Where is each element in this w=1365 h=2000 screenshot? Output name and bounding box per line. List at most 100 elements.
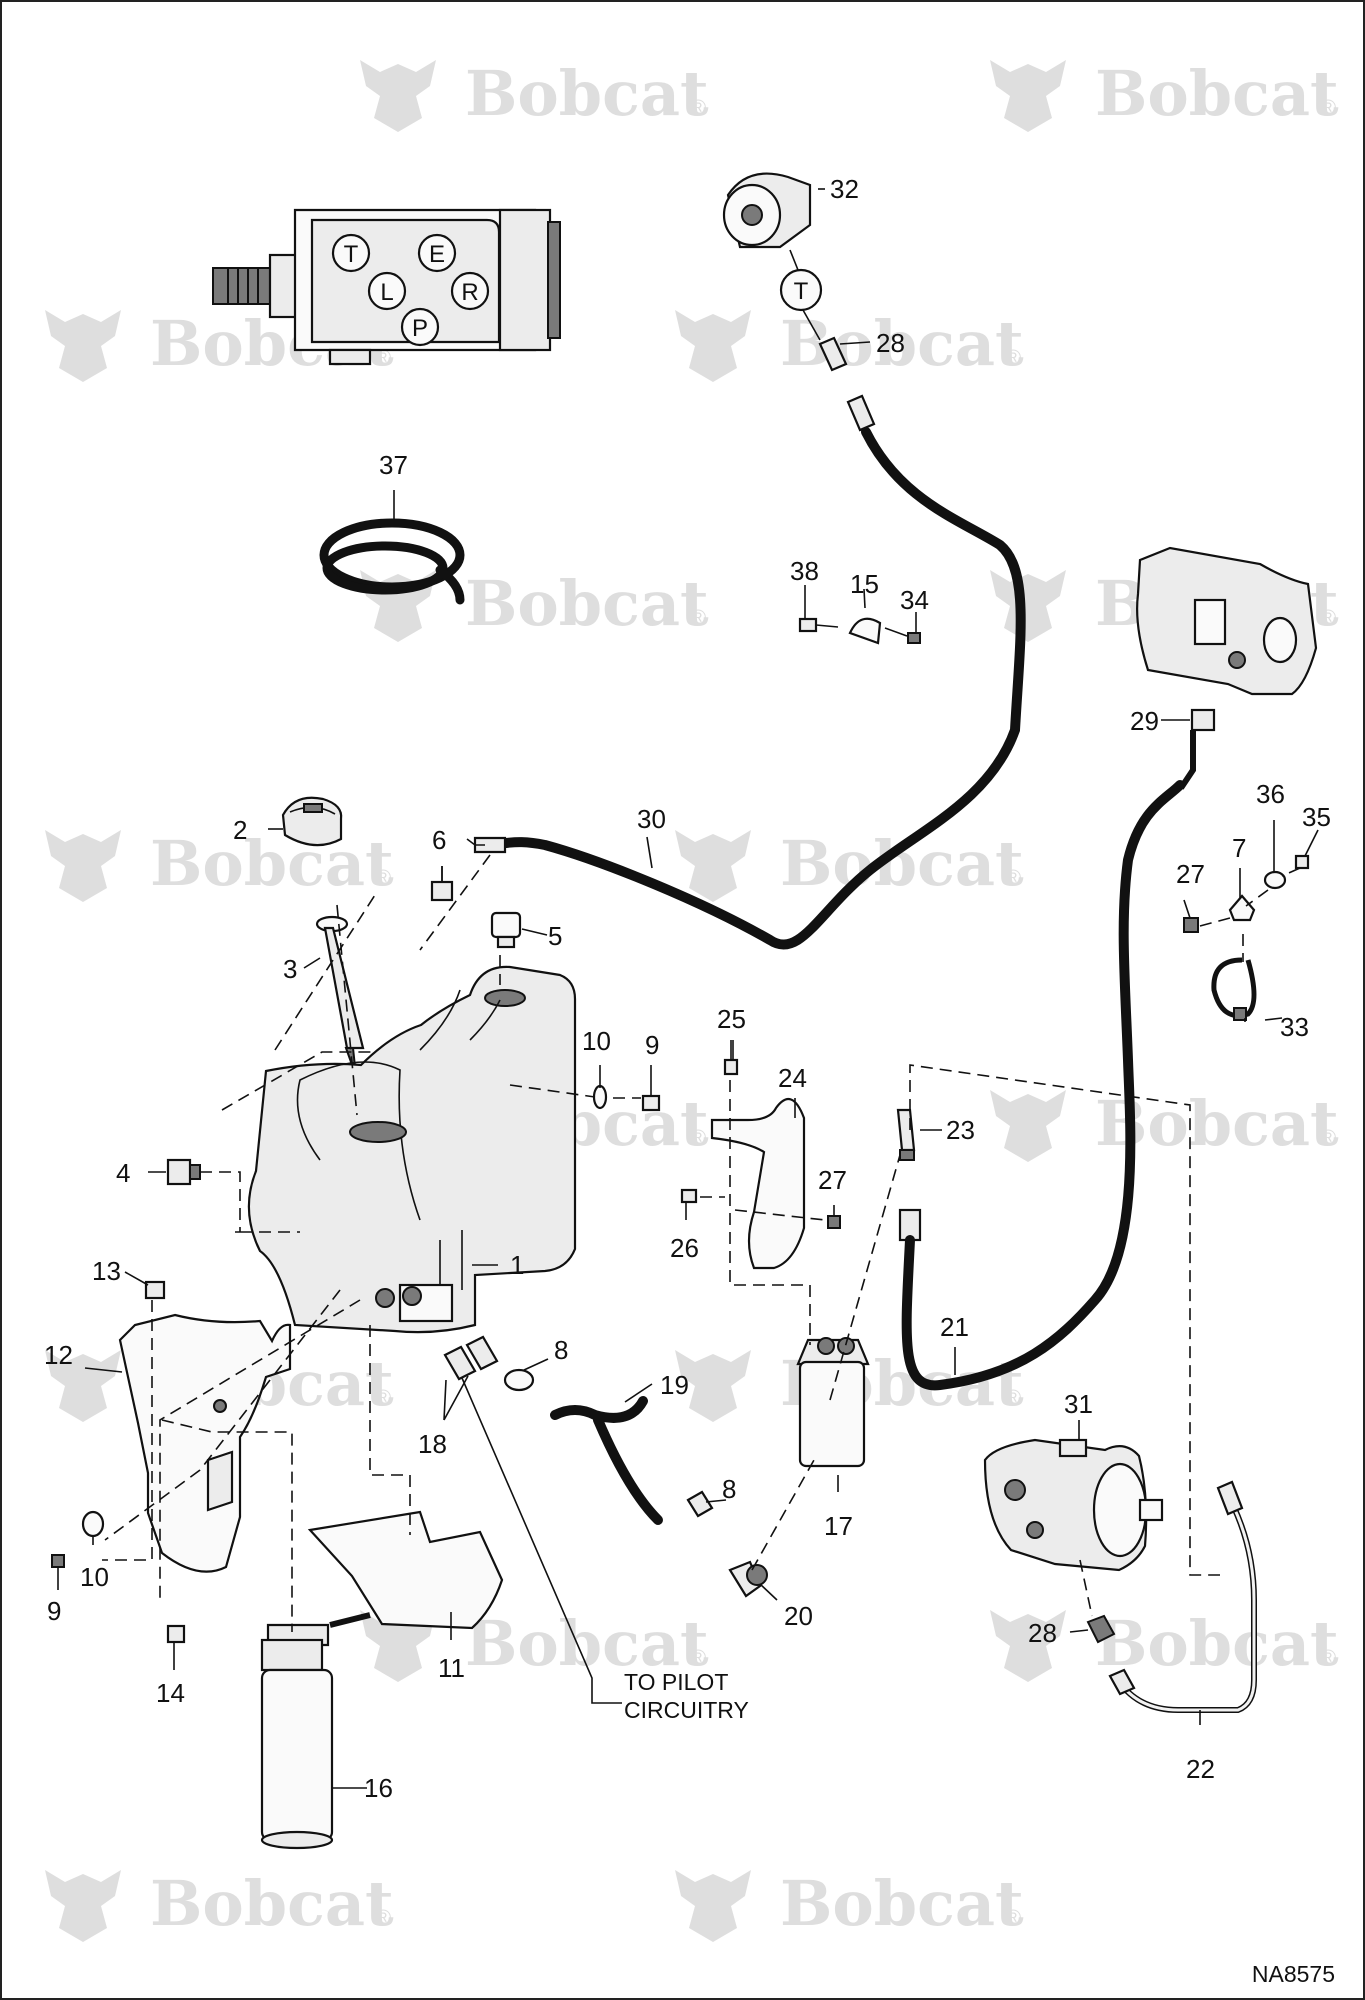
callout-28b: 28 <box>1028 1618 1057 1648</box>
callout-28a: 28 <box>876 328 905 358</box>
hydraulic-tank-1 <box>247 965 577 1334</box>
bobcat-logo-icon <box>45 310 121 382</box>
callout-33: 33 <box>1280 1012 1309 1042</box>
bobcat-logo-icon <box>360 1610 436 1682</box>
bobcat-logo-icon <box>45 1870 121 1942</box>
elbow-20 <box>728 1560 768 1598</box>
watermark-registered-mark: ® <box>690 1645 706 1670</box>
callout-35: 35 <box>1302 802 1331 832</box>
pilot-circuitry-note-line2: CIRCUITRY <box>624 1697 749 1723</box>
port-badge-text: T <box>794 278 809 305</box>
watermark-registered-mark: ® <box>1005 865 1021 890</box>
callout-11: 11 <box>438 1653 465 1683</box>
callout-10b: 10 <box>80 1562 109 1592</box>
callout-20: 20 <box>784 1601 813 1631</box>
fitting-28-top <box>818 336 876 432</box>
clamp-33 <box>1183 854 1310 1021</box>
port-letter: R <box>461 279 478 306</box>
callout-29: 29 <box>1130 706 1159 736</box>
callout-34: 34 <box>900 585 929 615</box>
watermark-brand: Bobcat <box>780 1867 1024 1940</box>
watermark-registered-mark: ® <box>1320 95 1336 120</box>
callout-5: 5 <box>548 921 562 951</box>
valve-endplate <box>547 221 561 339</box>
pilot-circuitry-note-line1: TO PILOT <box>624 1669 728 1695</box>
filter-16 <box>260 1612 371 1850</box>
callout-labels: 1 2 3 4 5 6 7 8 8 9 9 10 10 11 12 13 14 … <box>44 174 1331 1803</box>
hose-30-end <box>473 836 507 854</box>
bobcat-watermark: Bobcat® <box>990 57 1339 132</box>
callout-25: 25 <box>717 1004 746 1034</box>
bobcat-logo-icon <box>990 1610 1066 1682</box>
port-R: R <box>450 271 490 311</box>
callout-13: 13 <box>92 1256 121 1286</box>
assembly-lines <box>102 854 1301 1632</box>
callout-18: 18 <box>418 1429 447 1459</box>
bobcat-watermark: Bobcat® <box>360 57 709 132</box>
port-letter: L <box>380 279 393 306</box>
callout-9a: 9 <box>645 1030 659 1060</box>
callout-30: 30 <box>637 804 666 834</box>
callout-3: 3 <box>283 954 297 984</box>
valve-foot <box>328 348 372 366</box>
filler-cap-2 <box>281 796 343 847</box>
bobcat-watermark: Bobcat® <box>360 567 709 642</box>
bobcat-logo-icon <box>990 60 1066 132</box>
pad-11 <box>307 1510 504 1630</box>
port-letter: E <box>429 241 445 268</box>
bobcat-logo-icon <box>675 1870 751 1942</box>
plug-4 <box>166 1158 201 1186</box>
watermark-registered-mark: ® <box>1005 345 1021 370</box>
hydraulic-pump-31 <box>983 1438 1164 1572</box>
bracket-12 <box>51 1280 292 1644</box>
port-P: P <box>400 307 440 347</box>
valve-stem-ribs <box>227 268 259 304</box>
hose-30 <box>500 427 1026 950</box>
bobcat-logo-icon <box>675 310 751 382</box>
watermark-registered-mark: ® <box>1320 1645 1336 1670</box>
watermark-brand: Bobcat <box>780 827 1024 900</box>
bobcat-watermark: Bobcat® <box>990 1087 1339 1162</box>
bobcat-watermark: Bobcat® <box>45 1867 394 1942</box>
port-letter: P <box>412 315 428 342</box>
hose-21 <box>901 780 1185 1391</box>
watermark-registered-mark: ® <box>690 95 706 120</box>
fitting-23 <box>896 1108 916 1161</box>
sender-32: T <box>722 172 823 341</box>
bolt-clip-set <box>798 617 921 645</box>
bobcat-logo-icon <box>990 570 1066 642</box>
hydraulic-pump-upper <box>1136 546 1318 790</box>
watermark-registered-mark: ® <box>690 605 706 630</box>
bobcat-logo-icon <box>990 1090 1066 1162</box>
fittings-18 <box>443 1335 499 1381</box>
bobcat-watermark: Bobcat® <box>990 1607 1339 1682</box>
callout-38: 38 <box>790 556 819 586</box>
callout-36: 36 <box>1256 779 1285 809</box>
callout-7: 7 <box>1232 833 1246 863</box>
callout-6: 6 <box>432 825 446 855</box>
bobcat-logo-icon <box>45 1350 121 1422</box>
callout-1: 1 <box>510 1250 524 1280</box>
callout-2: 2 <box>233 815 247 845</box>
callout-24: 24 <box>778 1063 807 1093</box>
port-T: T <box>331 233 371 273</box>
bobcat-watermark: Bobcat® <box>675 827 1024 902</box>
callout-16: 16 <box>364 1773 393 1803</box>
plug-5 <box>490 911 522 949</box>
bobcat-watermark: Bobcat® <box>675 1867 1024 1942</box>
callout-19: 19 <box>660 1370 689 1400</box>
bobcat-watermark: Bobcat® <box>45 827 394 902</box>
callout-21: 21 <box>940 1312 969 1342</box>
watermark-brand: Bobcat <box>150 827 394 900</box>
port-letter: T <box>344 241 359 268</box>
bobcat-logo-icon <box>45 830 121 902</box>
filter-17 <box>796 1337 870 1468</box>
valve-stem <box>212 267 274 305</box>
watermark-registered-mark: ® <box>375 865 391 890</box>
watermark-brand: Bobcat <box>465 567 709 640</box>
watermark-registered-mark: ® <box>690 1125 706 1150</box>
watermark-registered-mark: ® <box>375 1905 391 1930</box>
callout-4: 4 <box>116 1158 130 1188</box>
